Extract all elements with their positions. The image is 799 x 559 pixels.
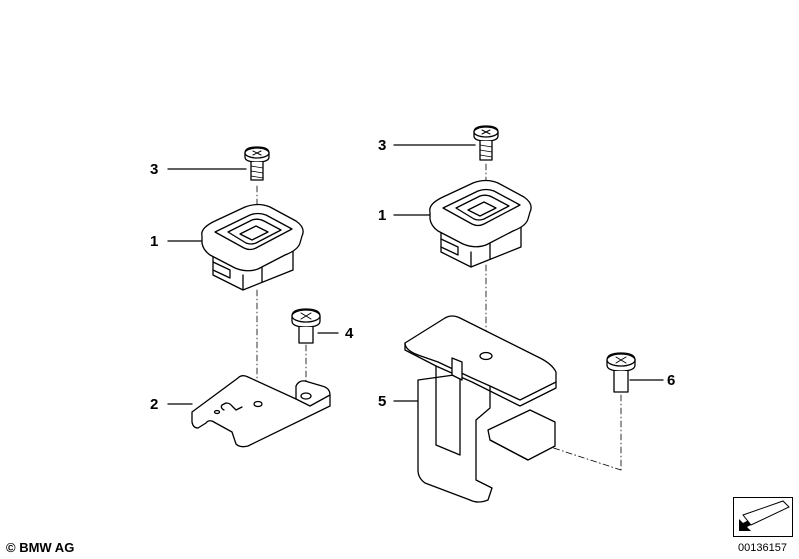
callout-3-right: 3 xyxy=(378,137,387,154)
callout-2-left: 2 xyxy=(150,396,159,413)
leader-lines-right xyxy=(393,144,664,402)
bracket-5 xyxy=(404,315,557,503)
callout-1-left: 1 xyxy=(150,233,159,250)
navigation-box[interactable] xyxy=(733,497,793,537)
screw-3-right xyxy=(473,125,499,161)
callout-4: 4 xyxy=(345,325,354,342)
copyright-label: © BMW AG xyxy=(6,540,75,555)
cover-1-right xyxy=(429,179,532,268)
leader-lines-left xyxy=(167,168,339,405)
screw-3-left xyxy=(244,146,270,181)
screw-4 xyxy=(291,308,321,344)
callout-1-right: 1 xyxy=(378,207,387,224)
cover-1-left xyxy=(201,203,304,291)
callout-6: 6 xyxy=(667,372,676,389)
arrow-nav-icon[interactable] xyxy=(739,500,790,531)
diagram-id: 00136157 xyxy=(738,542,787,554)
bracket-2 xyxy=(191,375,331,448)
callout-3-left: 3 xyxy=(150,161,159,178)
screw-6 xyxy=(606,352,636,393)
callout-5: 5 xyxy=(378,393,387,410)
